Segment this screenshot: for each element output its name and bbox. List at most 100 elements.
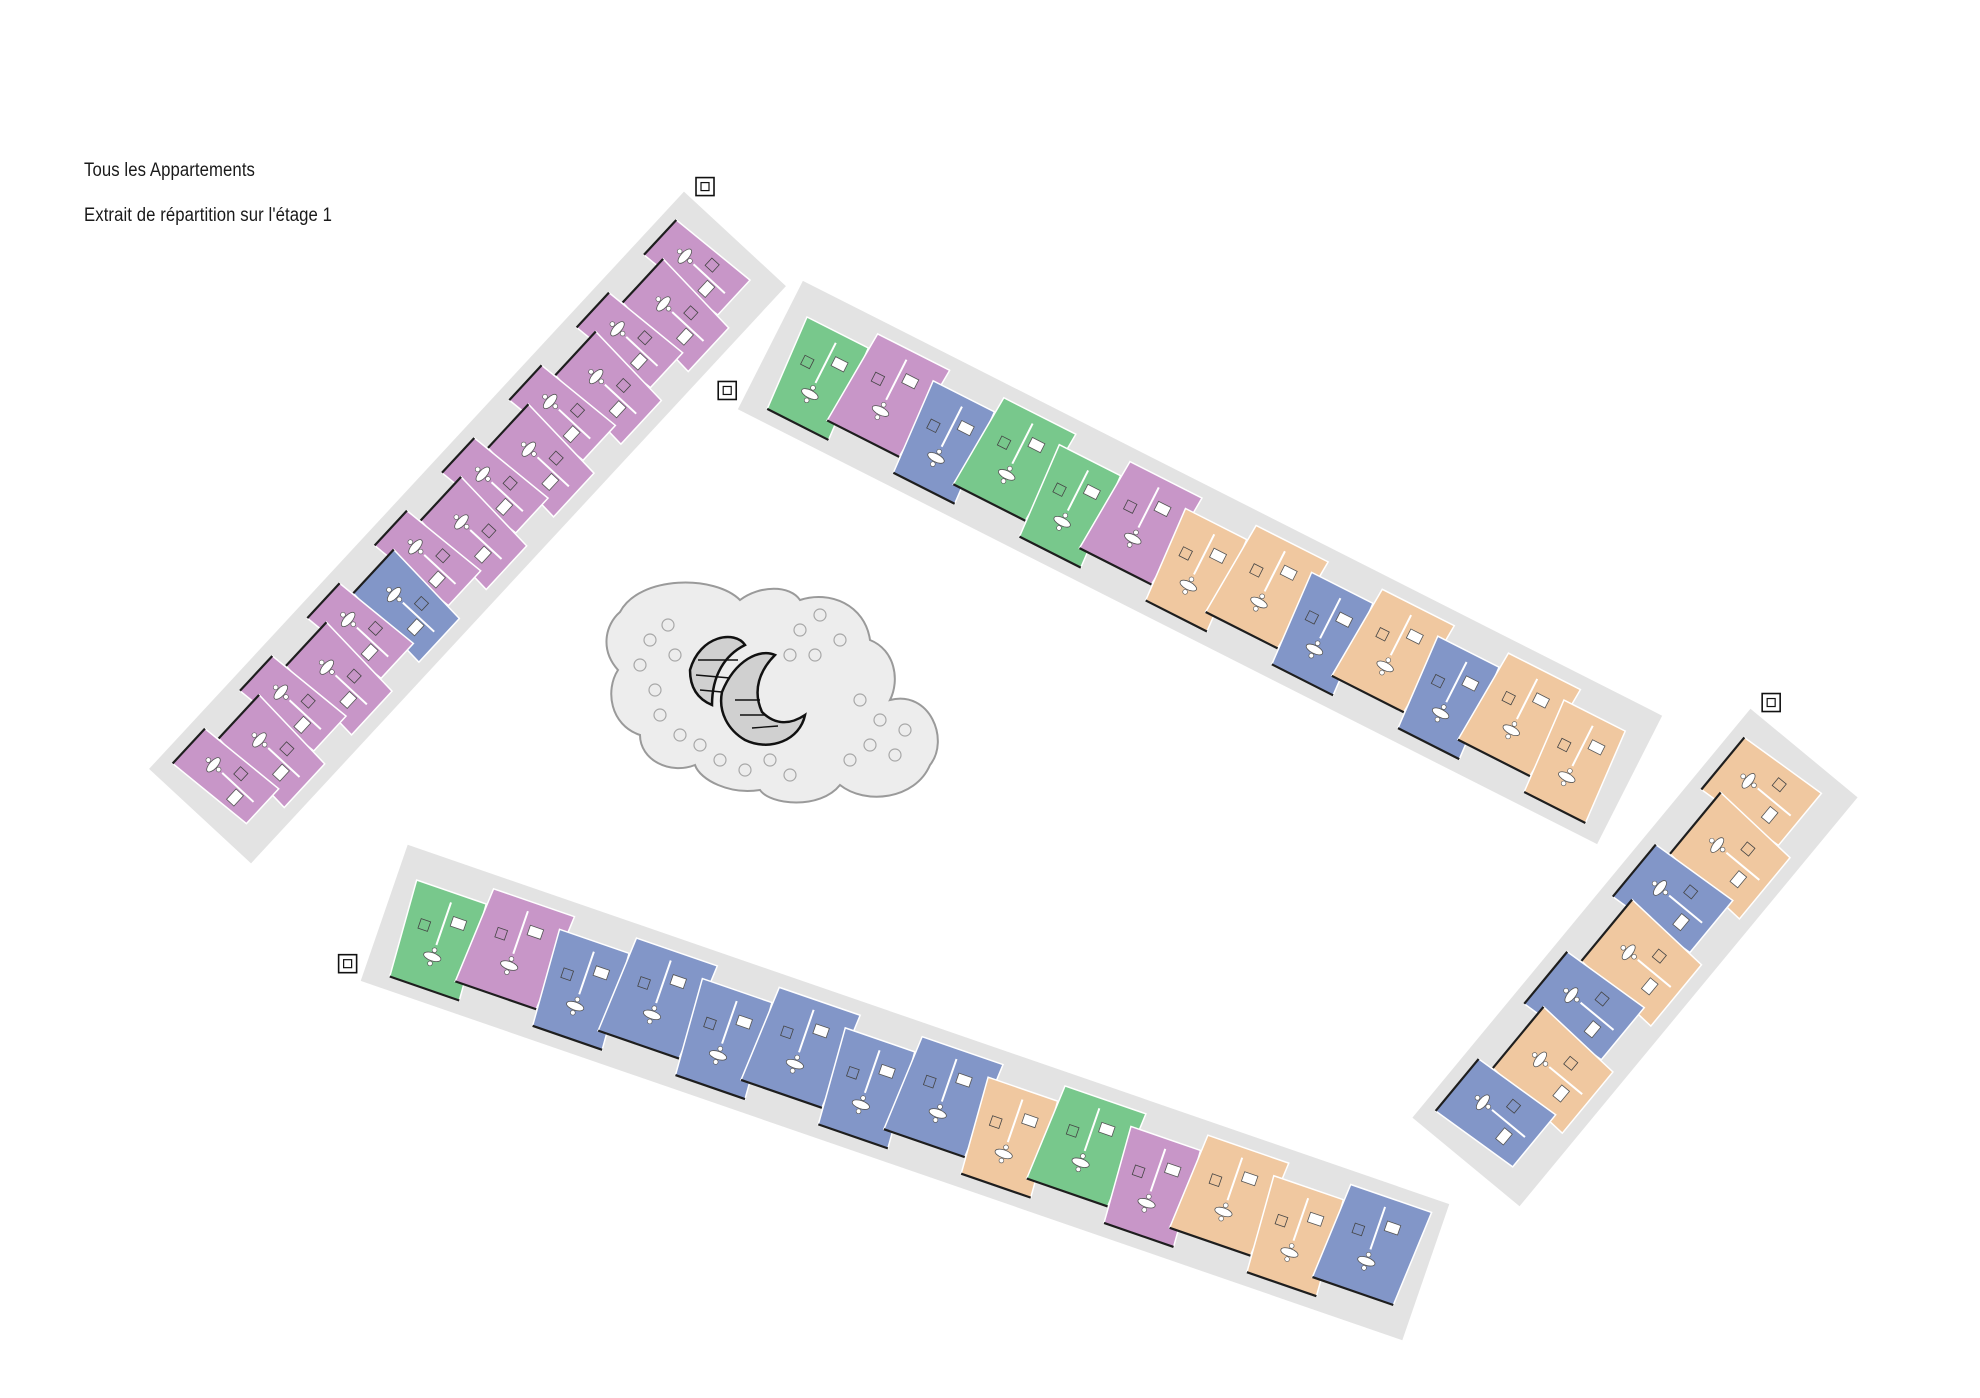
apartment-unit[interactable] <box>419 475 528 591</box>
apartment-unit[interactable] <box>642 218 752 317</box>
apartment-unit[interactable] <box>1311 1183 1433 1307</box>
apartment-unit[interactable] <box>454 887 576 1011</box>
bed-icon <box>495 497 514 516</box>
table-icon <box>1475 1094 1490 1111</box>
table-icon <box>1053 515 1071 528</box>
apartment-unit[interactable] <box>373 509 482 607</box>
apartment-unit[interactable] <box>486 403 596 518</box>
apartment-unit[interactable] <box>597 937 719 1060</box>
apartment-unit[interactable] <box>621 257 730 373</box>
apartment-unit[interactable] <box>171 727 280 825</box>
apartment-unit[interactable] <box>1491 1005 1614 1135</box>
apartment-unit[interactable] <box>1580 898 1703 1028</box>
facade-wall <box>508 364 543 401</box>
chair-icon <box>1651 880 1658 887</box>
apartment-unit[interactable] <box>1018 443 1122 569</box>
bathroom-icon <box>1065 1124 1080 1138</box>
chair-icon <box>1223 1202 1229 1209</box>
chair-icon <box>998 1157 1005 1164</box>
facade-wall <box>1271 663 1334 697</box>
partition-wall <box>655 960 672 1004</box>
apartment-unit[interactable] <box>1668 791 1792 921</box>
chair-icon <box>1126 542 1133 548</box>
table-icon <box>1357 1256 1376 1267</box>
partition-wall <box>885 359 908 401</box>
bathroom-icon <box>1351 1222 1366 1237</box>
bathroom-icon <box>569 402 586 419</box>
apartment-unit[interactable] <box>508 364 617 462</box>
chair-icon <box>1253 606 1259 612</box>
bed-icon <box>1405 628 1424 645</box>
chair-icon <box>1361 1265 1367 1271</box>
apartment-unit[interactable] <box>1456 652 1582 778</box>
furniture-dot <box>888 748 902 762</box>
chair-icon <box>431 947 438 953</box>
apartment-unit[interactable] <box>1204 524 1330 650</box>
bathroom-icon <box>703 1016 717 1031</box>
partition-wall <box>490 481 524 513</box>
facade-wall <box>1145 599 1208 633</box>
chair-icon <box>318 659 325 666</box>
apartment-unit[interactable] <box>1168 1134 1290 1257</box>
bathroom-icon <box>1683 884 1699 900</box>
bed-icon <box>1640 977 1659 996</box>
apartment-unit[interactable] <box>892 379 996 505</box>
apartment-unit[interactable] <box>1434 1057 1557 1168</box>
apartment-unit[interactable] <box>1330 588 1456 714</box>
apartment-unit[interactable] <box>1025 1084 1147 1208</box>
wing-west-wing <box>149 176 786 864</box>
bed-icon <box>956 419 975 437</box>
apartment-unit[interactable] <box>554 330 663 446</box>
apartment-unit[interactable] <box>1396 635 1501 761</box>
apartment-unit[interactable] <box>352 548 461 664</box>
apartment-unit[interactable] <box>826 332 951 458</box>
bathroom-icon <box>1501 690 1516 706</box>
apartment-unit[interactable] <box>284 621 394 736</box>
apartment-unit[interactable] <box>952 396 1077 522</box>
bed-icon <box>526 924 545 940</box>
facade-wall <box>1246 1271 1317 1298</box>
apartment-unit[interactable] <box>882 1035 1005 1159</box>
apartment-unit[interactable] <box>306 582 415 680</box>
partition-wall <box>578 951 595 995</box>
bed-icon <box>1021 1113 1039 1129</box>
table-icon <box>566 1000 585 1012</box>
table-icon <box>206 757 221 773</box>
apartment-unit[interactable] <box>1523 950 1646 1061</box>
apartment-unit[interactable] <box>1270 571 1374 697</box>
apartment-unit[interactable] <box>440 436 550 535</box>
table-icon <box>423 951 442 962</box>
chair-icon <box>930 461 936 467</box>
apartment-unit[interactable] <box>766 315 870 441</box>
bathroom-icon <box>922 1074 937 1089</box>
partition-wall <box>267 747 301 778</box>
bathroom-icon <box>846 1065 860 1080</box>
wing-south-wing <box>337 844 1450 1341</box>
apartment-unit[interactable] <box>1078 460 1204 586</box>
facade-wall <box>826 419 900 458</box>
chair-icon <box>1188 576 1195 583</box>
apartment-unit[interactable] <box>575 291 684 389</box>
furniture-dot <box>763 753 777 767</box>
partition-wall <box>1491 1109 1526 1138</box>
bed-icon <box>1383 1220 1402 1236</box>
bed-icon <box>592 965 611 981</box>
apartment-unit[interactable] <box>238 654 348 753</box>
bed-icon <box>1531 692 1551 709</box>
partition-wall <box>1319 597 1342 639</box>
chair-icon <box>1259 593 1265 599</box>
apartment-unit[interactable] <box>1523 699 1627 825</box>
facade-wall <box>1026 1177 1108 1208</box>
chair-icon <box>1141 1207 1147 1213</box>
apartment-unit[interactable] <box>1700 736 1823 847</box>
bed-icon <box>878 1063 896 1079</box>
apartment-unit[interactable] <box>217 693 326 809</box>
apartment-unit[interactable] <box>740 986 862 1109</box>
bed-icon <box>1729 870 1748 889</box>
bed-icon <box>1098 1121 1116 1137</box>
apartment-unit[interactable] <box>1611 843 1734 954</box>
chair-icon <box>474 466 481 473</box>
facade-wall <box>1523 951 1569 1005</box>
partition-wall <box>435 902 452 946</box>
apartment-unit[interactable] <box>1144 507 1248 633</box>
